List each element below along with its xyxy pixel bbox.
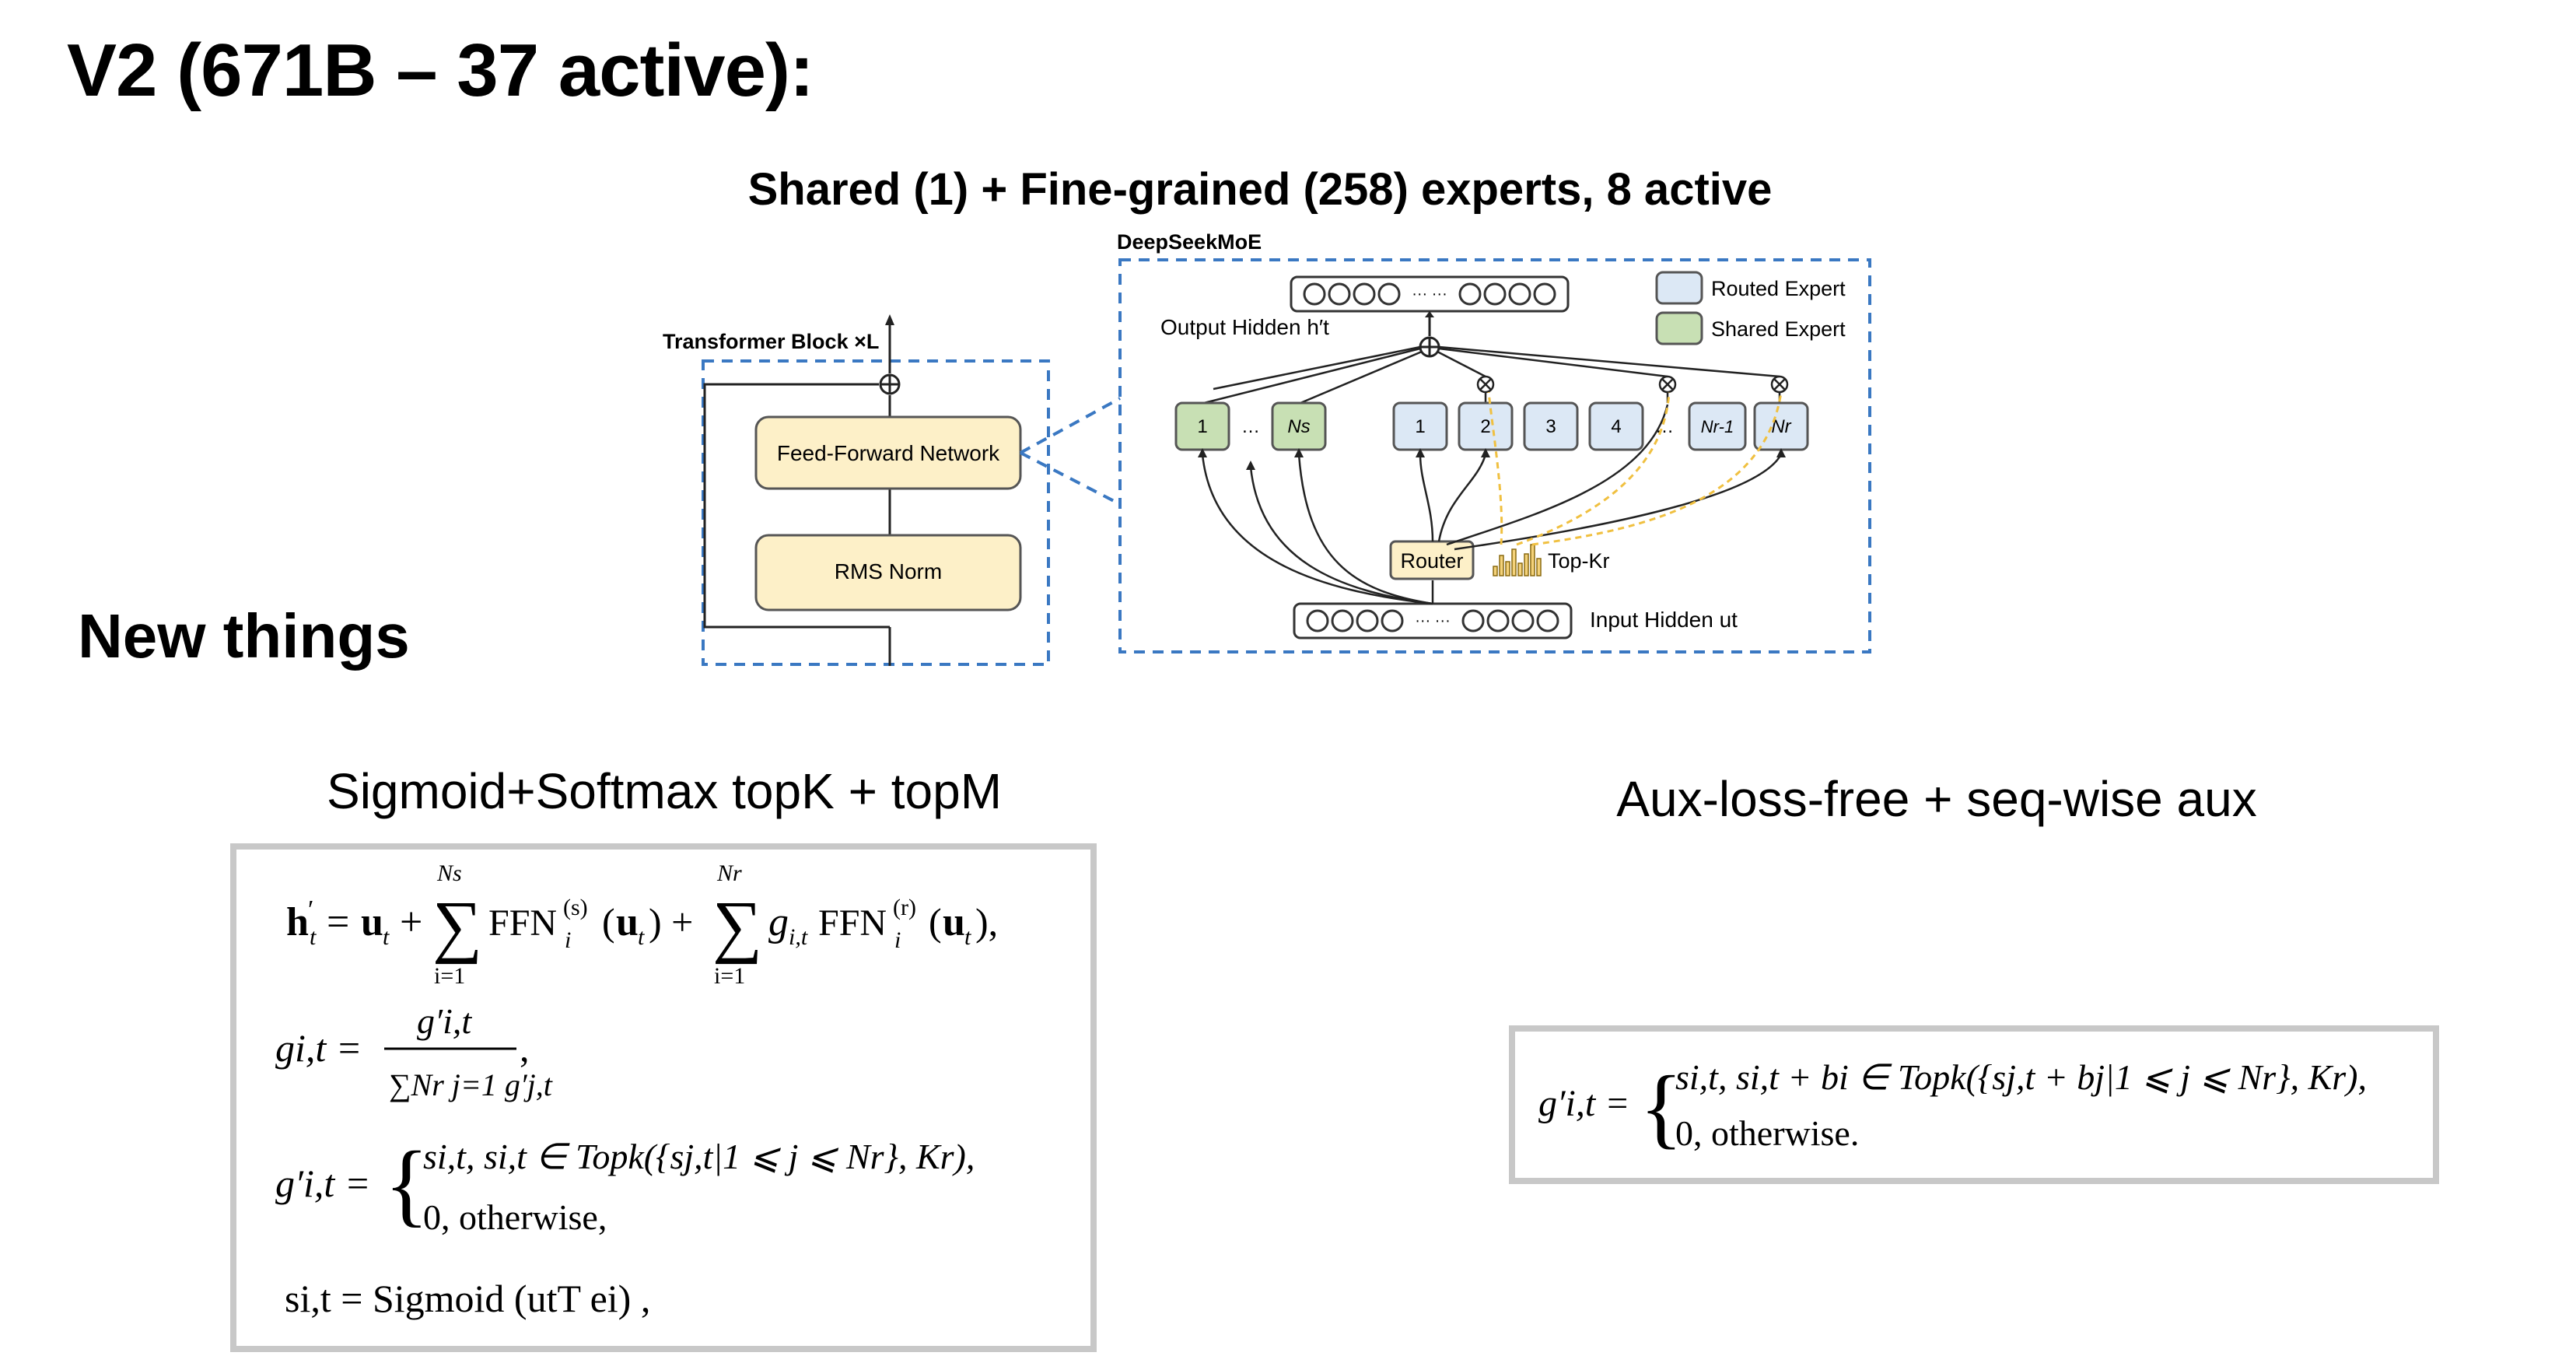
right-eq-case1: si,t, si,t + bi ∈ Topk({sj,t + bj|1 ⩽ j … [1675,1057,2367,1097]
eq1-lhs: h [286,900,309,944]
svg-text:1: 1 [1415,416,1425,437]
section-heading: New things [78,601,410,671]
sum1-top: Ns [436,860,462,886]
svg-text:(: ( [602,900,615,944]
left-formula-box: h ′ t = u t + Ns ∑ i=1 FFN (s) i ( u t )… [230,843,1097,1352]
svg-text:(: ( [929,900,942,944]
svg-text:(s): (s) [563,895,588,920]
svg-text:Nr-1: Nr-1 [1701,417,1734,436]
svg-text:t: t [383,924,390,950]
transformer-block-label: Transformer Block ×L [663,330,879,353]
eq2-numerator: g′i,t [417,1001,472,1041]
topk-label: Top-Kr [1548,549,1610,573]
output-ellipsis: ··· ··· [1412,286,1447,303]
svg-text:′: ′ [308,895,313,924]
eq2-denominator: ∑Nr j=1 g′j,t [389,1067,553,1102]
rms-norm-box [754,534,1022,611]
svg-text:t: t [964,924,971,950]
svg-text:=: = [327,900,349,944]
right-eq-lhs: g′i,t = [1538,1083,1630,1124]
diagram-title: Shared (1) + Fine-grained (258) experts,… [747,164,1773,215]
moe-architecture-diagram: Transformer Block ×L Feed-Forward Networ… [663,230,1871,666]
svg-text:i,t: i,t [789,924,808,950]
sum2-top: Nr [716,860,742,886]
sum1-bottom: i=1 [434,963,465,989]
legend-shared-swatch [1655,311,1703,345]
eq4: si,t = Sigmoid (utT ei) , [285,1277,650,1320]
svg-text:…: … [1241,416,1260,437]
svg-text:(r): (r) [893,895,916,920]
router-label: Router [1400,549,1463,573]
svg-text:),: ), [975,900,998,944]
svg-text:3: 3 [1545,416,1556,437]
svg-text:FFN: FFN [818,902,887,944]
svg-text:u: u [943,900,965,944]
svg-text:1: 1 [1197,416,1207,437]
eq3-case1: si,t, si,t ∈ Topk({sj,t|1 ⩽ j ⩽ Nr}, Kr)… [423,1137,975,1176]
right-subtitle: Aux-loss-free + seq-wise aux [1616,771,2257,827]
output-hidden-label: Output Hidden h′t [1160,315,1329,339]
moe-label: DeepSeekMoE [1117,230,1262,254]
svg-text:2: 2 [1480,416,1490,437]
rms-norm-label: RMS Norm [835,559,942,583]
svg-text:) +: ) + [649,900,693,944]
svg-text:u: u [361,900,383,944]
gate-multiply-circles [1476,375,1789,394]
legend-routed-swatch [1655,271,1703,305]
legend-shared-label: Shared Expert [1711,317,1846,341]
svg-text:t: t [310,924,317,950]
svg-text:Ns: Ns [1287,416,1310,437]
right-eq-brace: { [1640,1058,1683,1158]
eq3-lhs: g′i,t = [275,1162,370,1205]
topk-bars-icon [1493,544,1542,576]
input-hidden-label: Input Hidden ut [1590,608,1738,632]
svg-text:,: , [520,1026,530,1070]
sum2-symbol: ∑ [712,888,762,965]
svg-text:+: + [400,900,422,944]
svg-text:u: u [616,900,639,944]
transformer-block-box [702,359,1050,666]
svg-text:4: 4 [1611,416,1621,437]
svg-text:g: g [768,900,789,944]
input-ellipsis: ··· ··· [1415,612,1451,629]
sum1-symbol: ∑ [432,888,482,965]
svg-text:FFN: FFN [488,902,557,944]
routed-experts: 1 2 3 4 … Nr-1 Nr [1392,401,1809,451]
eq2-lhs: gi,t = [275,1026,362,1070]
svg-text:i: i [894,927,901,953]
eq3-brace: { [384,1132,429,1235]
svg-text:i: i [565,927,571,953]
right-eq-case2: 0, otherwise. [1675,1113,1859,1153]
moe-box [1118,258,1871,653]
eq3-case2: 0, otherwise, [423,1197,607,1237]
sum2-bottom: i=1 [714,963,745,989]
legend-routed-label: Routed Expert [1711,277,1846,300]
ffn-label: Feed-Forward Network [777,441,1000,465]
svg-text:t: t [638,924,645,950]
right-formula-box: g′i,t = { si,t, si,t + bi ∈ Topk({sj,t +… [1509,1025,2439,1184]
left-subtitle: Sigmoid+Softmax topK + topM [327,763,1002,819]
slide-title: V2 (671B – 37 active): [67,29,814,112]
